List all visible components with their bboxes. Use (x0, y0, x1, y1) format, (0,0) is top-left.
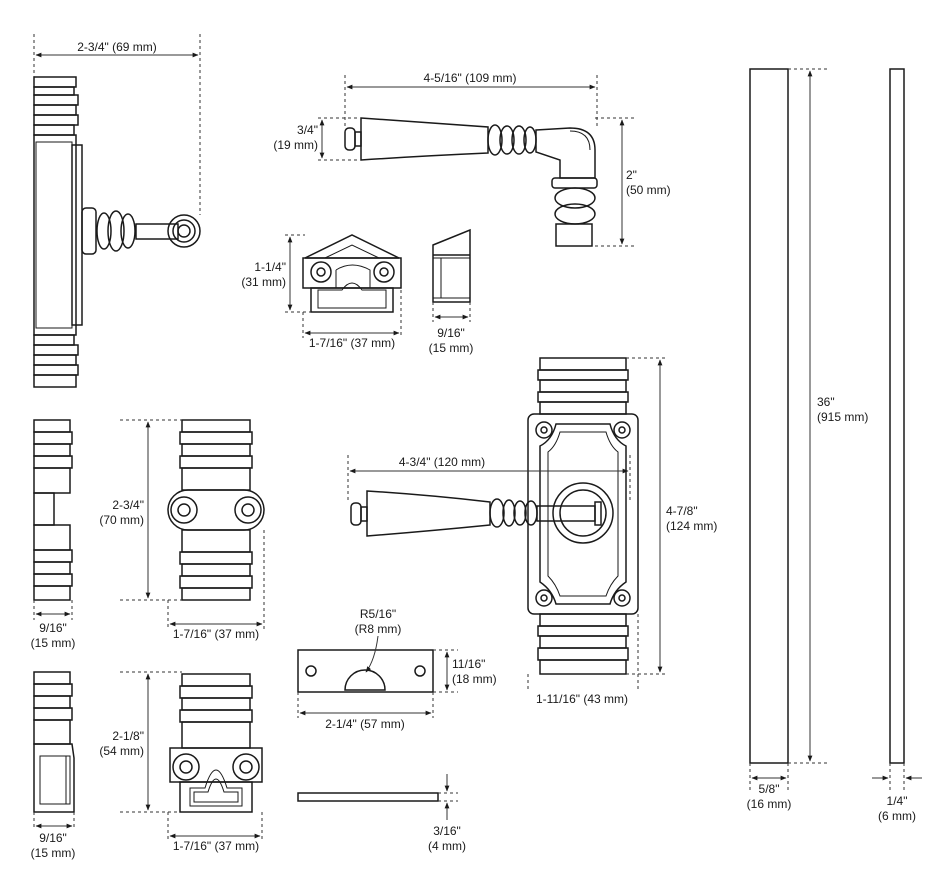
strike-plate-edge-view (297, 792, 439, 802)
lever-handle-view (344, 117, 598, 247)
guide-w-label: 1-7/16" (37 mm) (172, 627, 260, 641)
rod-side-view (889, 68, 905, 764)
rod-thickness-mm-label: (6 mm) (878, 809, 916, 823)
bottom-d-mm-label: (15 mm) (30, 846, 76, 860)
guide-side-view (33, 419, 73, 601)
bottom-w-label: 1-7/16" (37 mm) (172, 839, 260, 853)
strike-h-mm-label: (18 mm) (452, 672, 497, 686)
strike-plate-front-view (297, 649, 434, 693)
lever-drop-mm-label: (50 mm) (626, 183, 671, 197)
lever-length-label: 4-5/16" (109 mm) (423, 71, 517, 85)
lever-dia-in-label: 3/4" (297, 123, 318, 137)
guide-h-mm-label: (70 mm) (99, 513, 144, 527)
rod-length-mm-label: (915 mm) (817, 410, 869, 424)
lever-drop-in-label: 2" (626, 168, 637, 182)
end-cap-front-view (302, 234, 402, 313)
strike-radius-in-label: R5/16" (359, 607, 397, 621)
bottom-end-side-view (33, 671, 75, 813)
plate-h-in-label: 4-7/8" (666, 504, 698, 518)
rod-width-mm-label: (16 mm) (746, 797, 792, 811)
end-cap-d-mm-label: (15 mm) (428, 341, 474, 355)
rod-thickness-in-label: 1/4" (886, 794, 908, 808)
strike-radius-mm-label: (R8 mm) (354, 622, 402, 636)
guide-d-mm-label: (15 mm) (30, 636, 76, 650)
strike-w-label: 2-1/4" (57 mm) (325, 717, 405, 731)
guide-d-in-label: 9/16" (39, 621, 67, 635)
plate-lever-label: 4-3/4" (120 mm) (398, 455, 486, 469)
guide-h-in-label: 2-3/4" (112, 498, 144, 512)
end-cap-w-label: 1-7/16" (37 mm) (308, 336, 396, 350)
bottom-d-in-label: 9/16" (39, 831, 67, 845)
strike-h-in-label: 11/16" (452, 657, 486, 671)
lever-dia-mm-label: (19 mm) (273, 138, 318, 152)
rod-front-view (749, 68, 789, 764)
rod-length-in-label: 36" (817, 395, 835, 409)
backplate-lever-view (350, 357, 639, 675)
end-cap-d-in-label: 9/16" (437, 326, 465, 340)
end-cap-h-in-label: 1-1/4" (254, 260, 286, 274)
bottom-h-in-label: 2-1/8" (112, 729, 144, 743)
plate-h-mm-label: (124 mm) (666, 519, 718, 533)
espag-width-label: 2-3/4" (69 mm) (77, 40, 157, 54)
bottom-h-mm-label: (54 mm) (99, 744, 144, 758)
rod-width-in-label: 5/8" (758, 782, 780, 796)
espagnolette-side-view (33, 76, 201, 388)
plate-w-label: 1-11/16" (43 mm) (520, 692, 644, 706)
end-cap-h-mm-label: (31 mm) (241, 275, 286, 289)
strike-t-in-label: 3/16" (433, 824, 461, 838)
strike-t-mm-label: (4 mm) (428, 839, 466, 853)
bottom-end-front-view (169, 673, 263, 813)
guide-front-view (167, 419, 265, 601)
end-cap-side-view (432, 228, 471, 303)
